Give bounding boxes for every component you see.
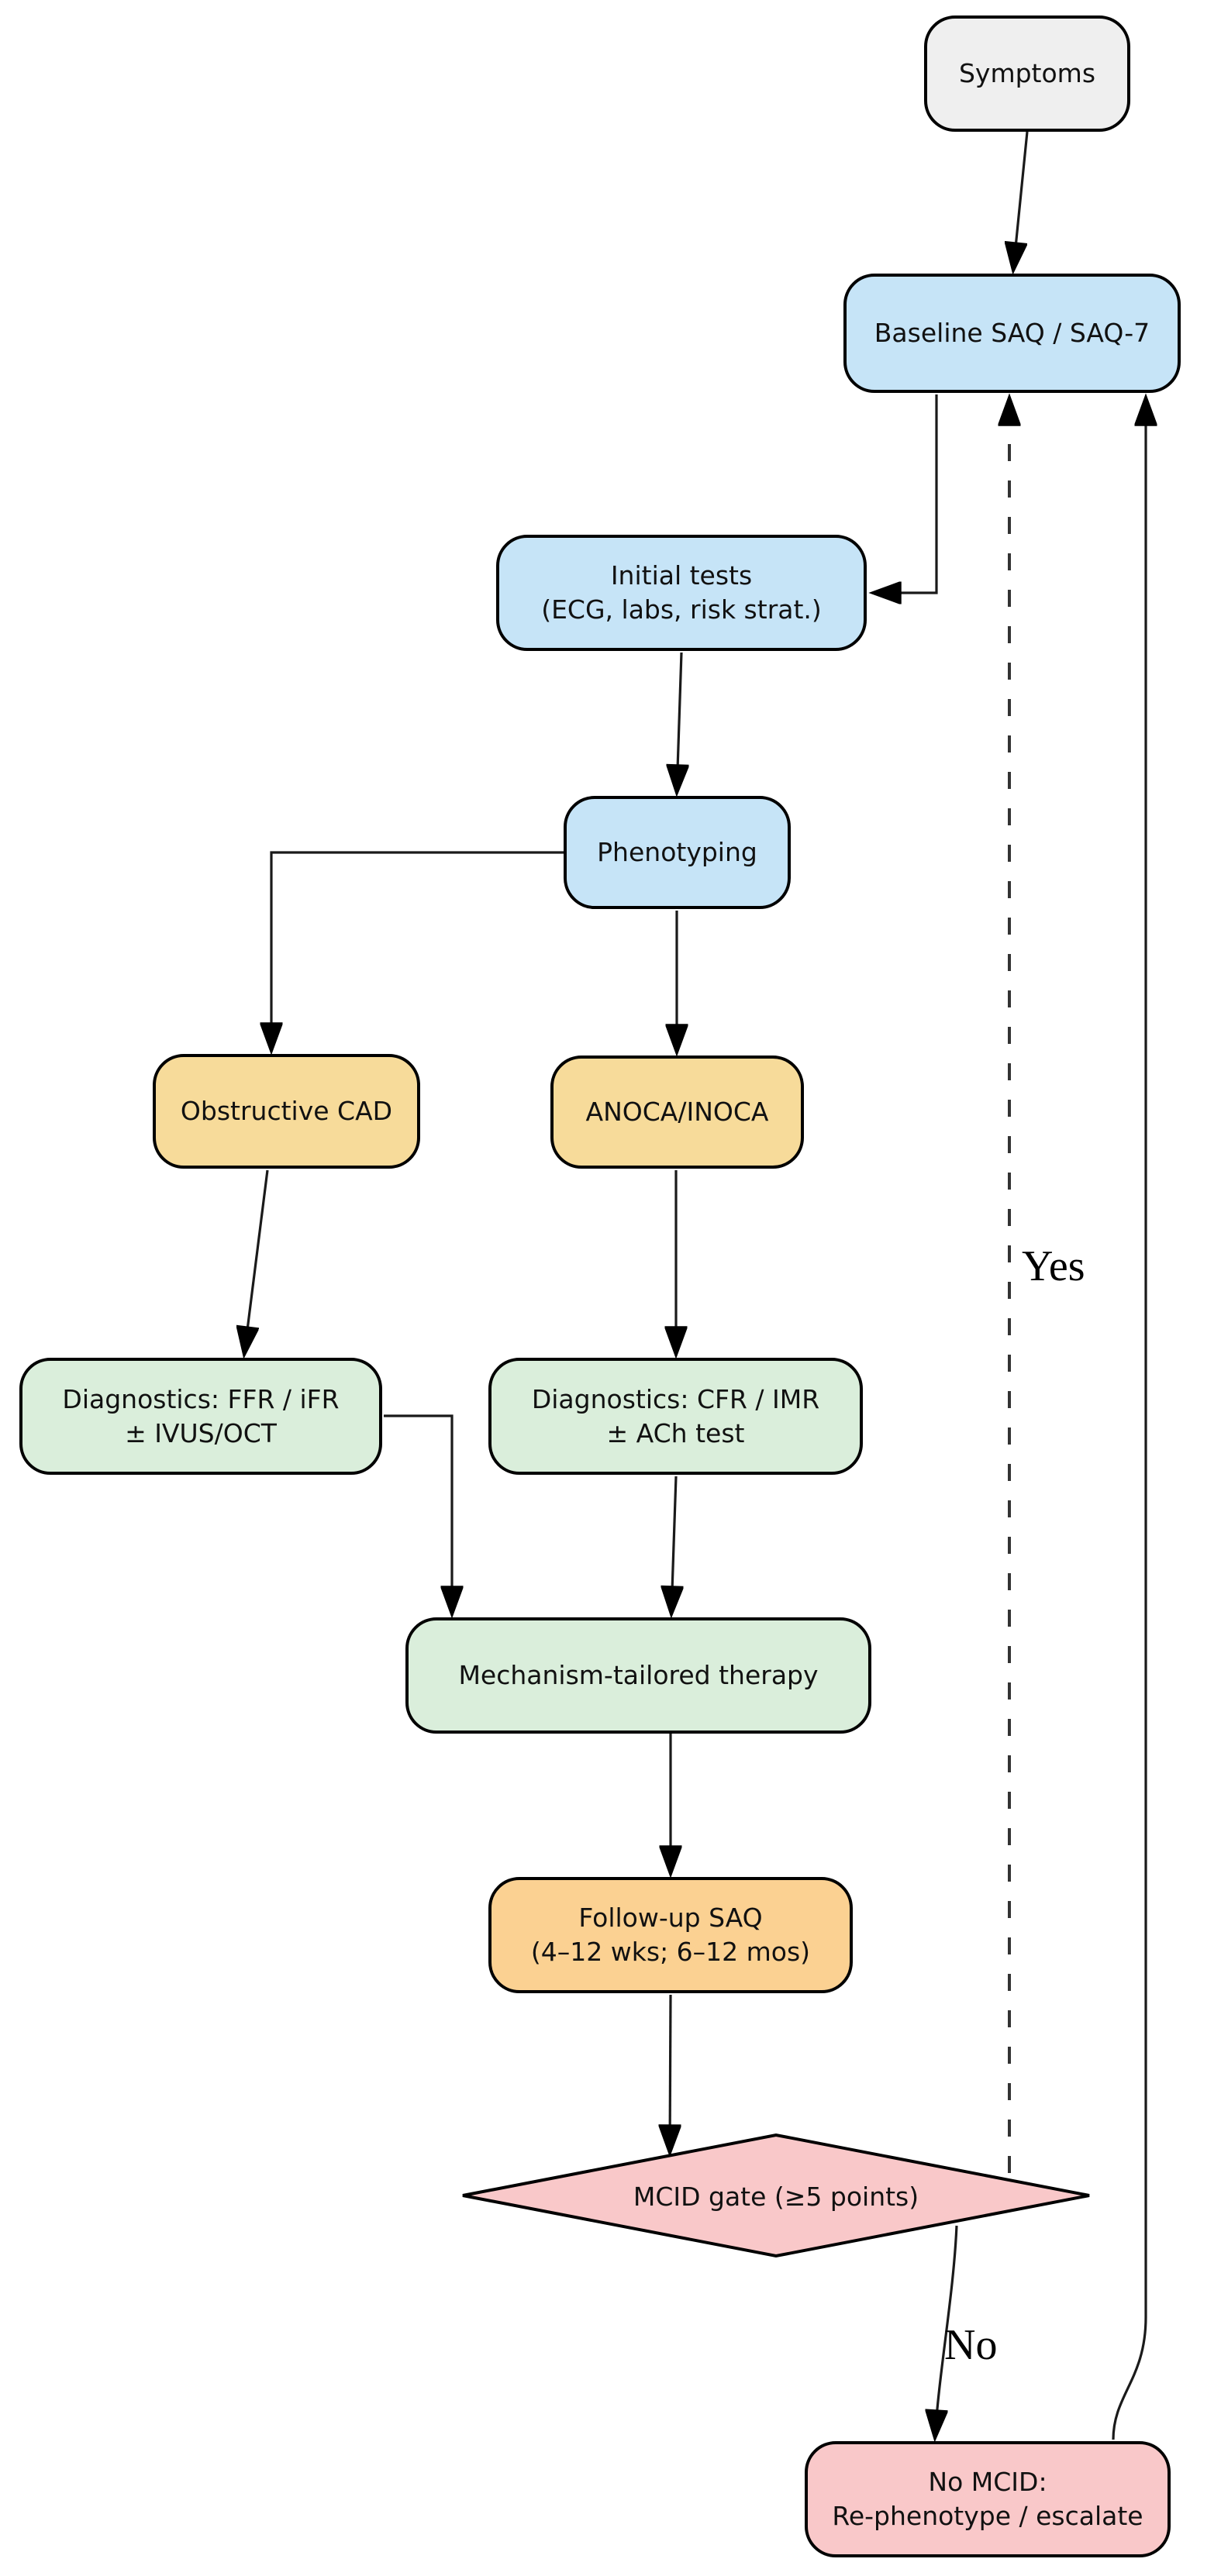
node-followup-saq-label: Follow-up SAQ (4–12 wks; 6–12 mos) (530, 1903, 811, 1967)
edge-diagnostics-cfr-to-mechanism (671, 1476, 676, 1614)
edge-phenotyping-to-obstructive-cad (271, 851, 564, 1051)
node-obstructive-cad-label: Obstructive CAD (180, 1096, 393, 1127)
edge-followup-to-mcid-gate (670, 1994, 671, 2153)
node-no-mcid: No MCID: Re-phenotype / escalate (805, 2441, 1171, 2557)
edge-no-mcid-to-baseline (1112, 398, 1146, 2440)
node-diagnostics-cfr: Diagnostics: CFR / IMR ± ACh test (488, 1358, 863, 1475)
edge-baseline-to-initial-tests (873, 394, 938, 593)
node-baseline-saq-label: Baseline SAQ / SAQ-7 (874, 318, 1150, 349)
edge-initial-tests-to-phenotyping (677, 652, 681, 793)
node-mechanism-therapy: Mechanism-tailored therapy (405, 1617, 871, 1734)
node-obstructive-cad: Obstructive CAD (153, 1054, 420, 1169)
node-mcid-gate-shape (462, 2133, 1090, 2258)
edge-obstructive-to-diagnostics-ffr (244, 1169, 269, 1355)
node-mcid-gate-label: MCID gate (≥5 points) (633, 2182, 919, 2212)
node-followup-saq: Follow-up SAQ (4–12 wks; 6–12 mos) (488, 1877, 853, 1993)
node-anoca-inoca: ANOCA/INOCA (550, 1056, 804, 1169)
edge-mcid-gate-no-to-no-mcid (935, 2225, 958, 2438)
node-diagnostics-cfr-label: Diagnostics: CFR / IMR ± ACh test (531, 1383, 820, 1448)
node-initial-tests-label: Initial tests (ECG, labs, risk strat.) (541, 560, 822, 625)
node-phenotyping: Phenotyping (564, 796, 791, 909)
node-diagnostics-ffr-label: Diagnostics: FFR / iFR ± IVUS/OCT (62, 1383, 340, 1448)
node-diagnostics-ffr: Diagnostics: FFR / iFR ± IVUS/OCT (19, 1358, 382, 1475)
edge-label-no: No (944, 2321, 997, 2369)
node-symptoms-label: Symptoms (958, 58, 1096, 89)
node-initial-tests: Initial tests (ECG, labs, risk strat.) (496, 535, 867, 651)
node-mechanism-therapy-label: Mechanism-tailored therapy (458, 1660, 819, 1691)
node-anoca-inoca-label: ANOCA/INOCA (585, 1097, 769, 1128)
node-phenotyping-label: Phenotyping (597, 837, 757, 868)
edge-diagnostics-ffr-to-mechanism (384, 1414, 452, 1614)
node-baseline-saq: Baseline SAQ / SAQ-7 (843, 274, 1181, 393)
edge-symptoms-to-baseline (1013, 131, 1029, 270)
node-symptoms: Symptoms (924, 15, 1130, 132)
node-no-mcid-label: No MCID: Re-phenotype / escalate (832, 2467, 1143, 2531)
edge-label-yes: Yes (1022, 1242, 1085, 1290)
